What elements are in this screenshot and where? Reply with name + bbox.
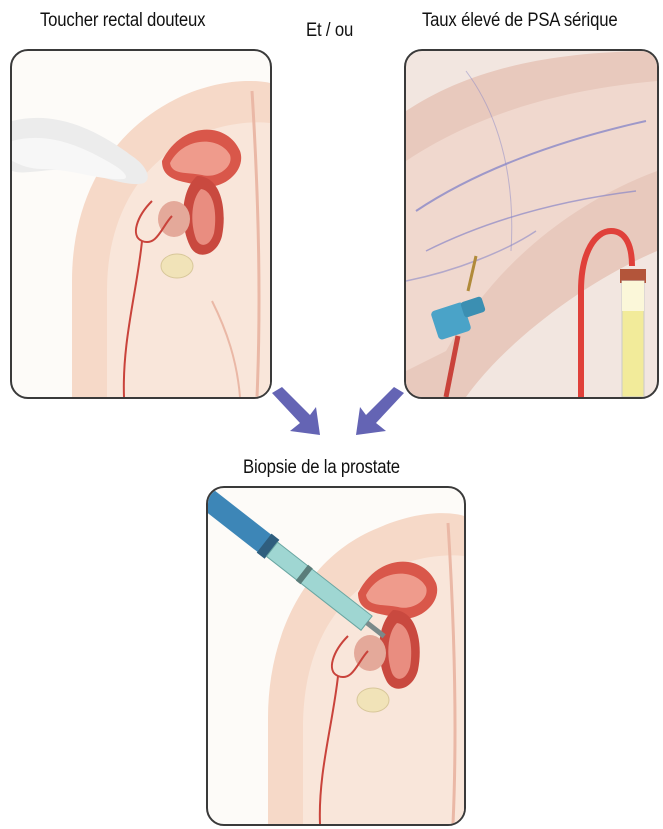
prostate-biopsy-illustration [208, 488, 464, 824]
caption-digital-rectal-exam: Toucher rectal douteux [40, 10, 205, 32]
arm-blood-draw-illustration [406, 51, 657, 397]
panel-digital-rectal-exam [10, 49, 272, 399]
pelvis-dre-illustration [12, 51, 270, 397]
caption-and-or: Et / ou [306, 20, 353, 42]
caption-elevated-psa: Taux élevé de PSA sérique [422, 10, 617, 32]
panel-elevated-psa [404, 49, 659, 399]
arrow-down-right-icon [268, 385, 328, 440]
caption-prostate-biopsy: Biopsie de la prostate [243, 457, 400, 479]
panel-prostate-biopsy [206, 486, 466, 826]
arrow-down-left-icon [348, 385, 408, 440]
